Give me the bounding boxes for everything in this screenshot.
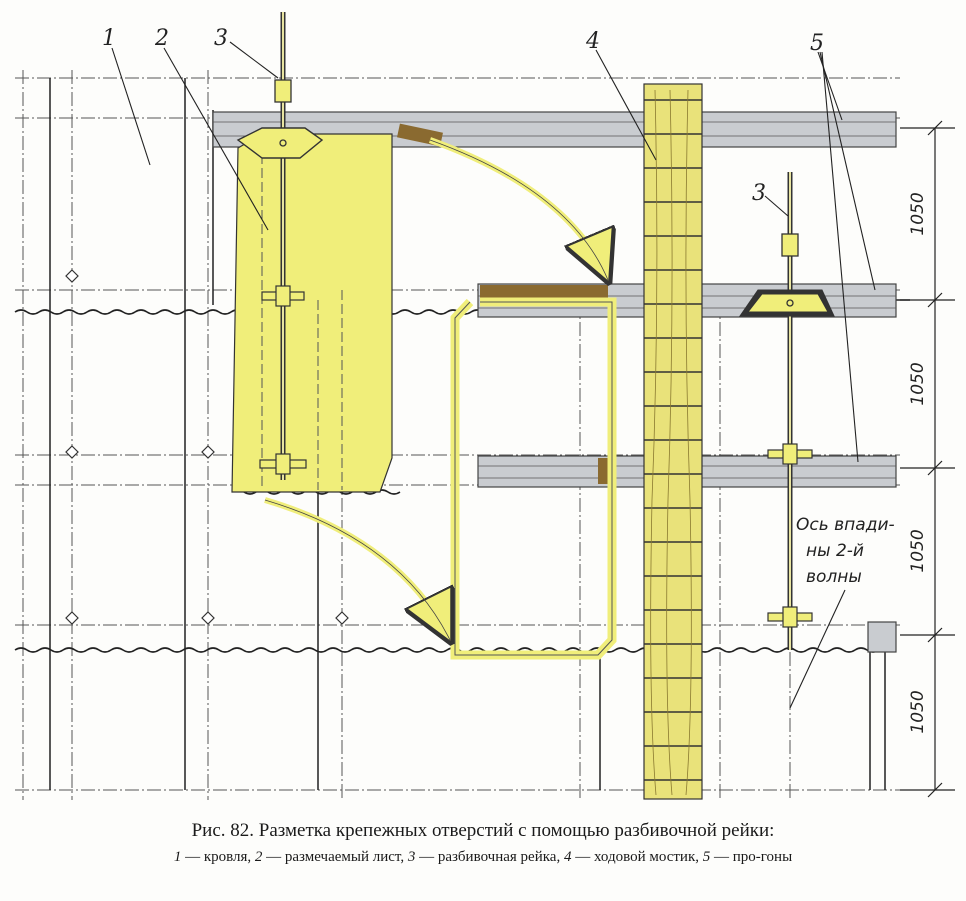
legend-text-2: — размечаемый лист, — [262, 849, 408, 865]
dimension-1: 1050 — [908, 192, 928, 235]
label-rail-right: 3 — [752, 181, 766, 206]
marked-sheet — [231, 133, 393, 493]
marking-rail-left — [236, 12, 324, 480]
walkway — [643, 83, 703, 800]
figure-caption-title: Рис. 82. Разметка крепежных отверстий с … — [191, 820, 775, 841]
label-walkway: 4 — [585, 29, 600, 54]
dimension-4: 1050 — [908, 690, 928, 733]
legend-num-1: 1 — [173, 849, 182, 865]
marking-rail-right — [739, 172, 835, 650]
leader-lines — [111, 41, 876, 709]
legend-text-4: — ходовой мостик, — [571, 849, 703, 865]
note-line-3: волны — [806, 567, 862, 587]
legend-num-3: 3 — [407, 849, 416, 865]
note-line-1: Ось впади- — [796, 515, 895, 535]
label-purlins: 5 — [810, 31, 824, 56]
legend-text-1: — кровля, — [181, 849, 255, 865]
figure-caption-legend: 1 — кровля, 2 — размечаемый лист, 3 — ра… — [0, 848, 966, 867]
legend-num-5: 5 — [702, 849, 711, 865]
legend-text-5: — про-гоны — [710, 849, 793, 865]
roof-marking-diagram: 1050 1050 1050 1050 1 2 3 4 5 3 Ось впад… — [14, 12, 955, 800]
dimension-2: 1050 — [908, 362, 928, 405]
dimension-line — [900, 120, 955, 798]
label-roof: 1 — [102, 26, 116, 51]
move-arrow-lower — [264, 497, 450, 640]
dimension-3: 1050 — [908, 529, 928, 572]
note-line-2: ны 2-й — [806, 541, 864, 561]
move-arrow-upper — [428, 137, 608, 280]
label-sheet: 2 — [154, 26, 169, 51]
legend-num-2: 2 — [254, 849, 263, 865]
hole-markers — [65, 269, 349, 625]
label-rail-left: 3 — [214, 26, 228, 51]
purlin-bottom-stub — [867, 621, 897, 653]
legend-text-3: — разбивочная рейка, — [415, 849, 564, 865]
legend-num-4: 4 — [563, 849, 572, 865]
